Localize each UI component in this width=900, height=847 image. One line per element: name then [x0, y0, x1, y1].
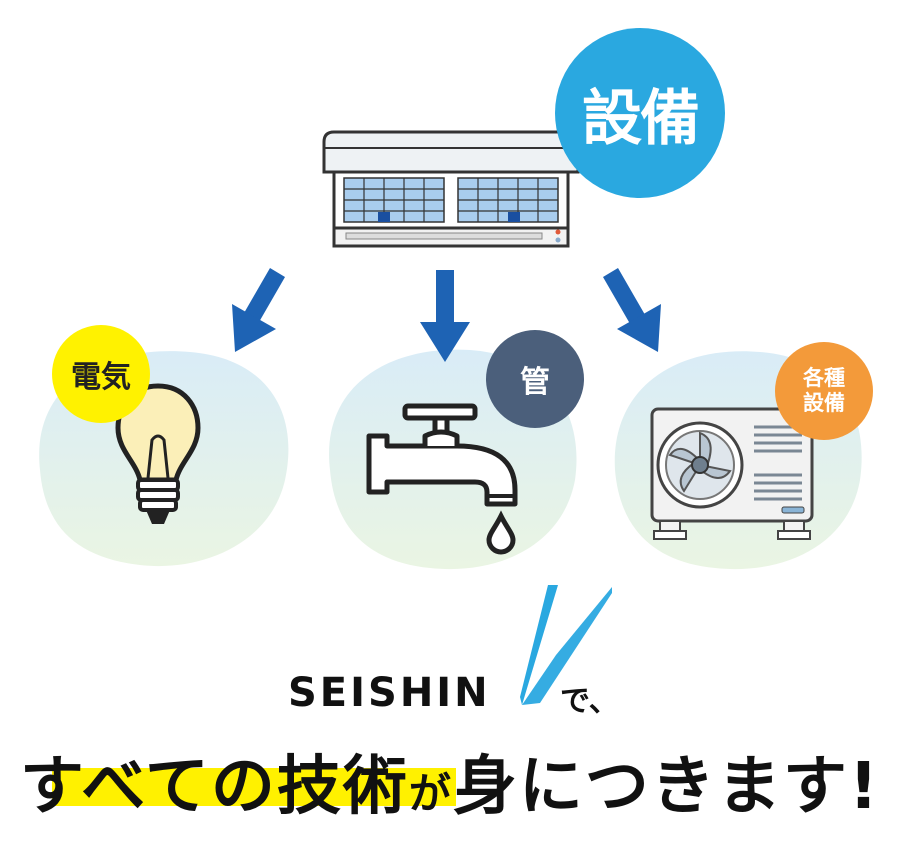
logo-accent-slash	[520, 585, 612, 705]
arrow-right-icon	[603, 268, 661, 352]
light-bulb-icon	[115, 383, 201, 524]
air-conditioner-icon	[322, 130, 580, 248]
arrow-center-icon	[420, 270, 470, 362]
badge-kakushu-setsubi: 各種 設備	[775, 342, 873, 440]
badge-setsubi: 設備	[555, 28, 725, 198]
headline: すべての技術が身につきます!	[0, 735, 900, 827]
badge-kakushu-label-2: 設備	[803, 391, 845, 415]
outdoor-unit-icon	[650, 407, 814, 540]
badge-denki: 電気	[52, 325, 150, 423]
faucet-icon	[366, 403, 518, 555]
headline-part-1: すべての	[19, 750, 277, 824]
headline-highlight	[52, 768, 456, 806]
arrow-left-icon	[232, 268, 285, 352]
badge-kakushu-label-1: 各種	[803, 366, 845, 390]
arrows	[232, 268, 661, 362]
brand-logo-text: SEISHIN	[288, 670, 491, 716]
badge-kan-label: 管	[520, 365, 550, 400]
badge-setsubi-label: 設備	[582, 83, 700, 154]
brand-suffix: で、	[560, 684, 619, 719]
badge-kan: 管	[486, 330, 584, 428]
badge-denki-label: 電気	[71, 360, 131, 395]
headline-part-3: が	[408, 769, 453, 818]
headline-part-2: 技術	[276, 750, 409, 824]
headline-part-4: 身につきます!	[452, 750, 881, 824]
brand-line: SEISHIN で、	[0, 650, 900, 730]
